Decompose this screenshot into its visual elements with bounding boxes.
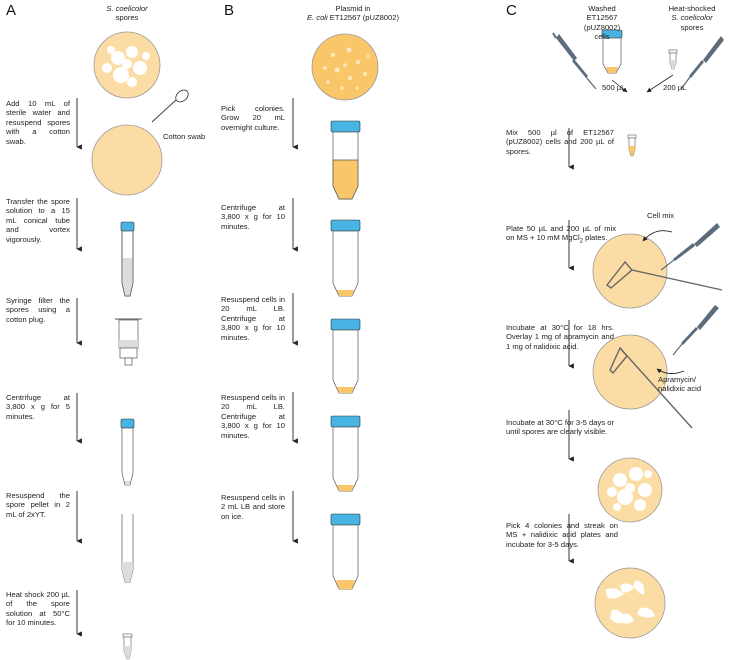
heat-label-line2: S. coelicolor [671,13,713,23]
panel-b-header-line1: Plasmid in [335,4,371,13]
step-b2: Centrifuge at 3,800 x g for 10 minutes. [221,203,285,231]
volume-200-label: 200 µL [663,83,687,92]
heat-label-line3: spores [680,22,704,32]
panel-b-letter: B [224,2,235,19]
panel-b-header-species: E. coli [306,13,328,23]
step-c2-tail: plates. [582,233,608,243]
cotton-swab-label: Cotton swab [163,132,206,141]
cell-mix-arrow [642,230,673,242]
panel-a-letter: A [6,2,17,19]
culture-tube-b5 [330,513,361,590]
volume-500-label: 500 µL [602,83,626,92]
washed-label-line2: ET12567 (pUZ8002) [583,13,621,32]
apramycin-label-line1: Apramycin/ [658,375,696,384]
panel-a-header-spores: spores [115,13,139,23]
syringe-icon [115,318,142,366]
washed-cells-label: Washed ET12567 (pUZ8002) cells [572,4,632,42]
apramycin-label-line2: nalidixic acid [658,384,702,394]
apramycin-label: Apramycin/ nalidixic acid [658,375,701,394]
washed-cells-tube [601,29,623,74]
streak-plate [594,567,666,639]
step-c2-text: Plate 50 µL and 200 µL of mix on MS + 10… [506,224,616,243]
conical-tube-a2 [120,418,135,486]
pipette-right-icon [680,36,724,90]
conical-tube-a3 [121,514,134,583]
culture-tube-b1 [330,120,361,200]
step-b1: Pick colonies. Grow 20 mL overnight cult… [221,104,285,132]
step-c4: Incubate at 30°C for 3-5 days or until s… [506,418,614,437]
step-a5: Resuspend the spore pellet in 2 mL of 2x… [6,491,70,519]
spore-plate-c [597,457,663,523]
agar-plate-a [91,124,163,196]
step-a2: Transfer the spore solution to a 15 mL c… [6,197,70,244]
panel-c-letter: C [506,2,517,19]
panel-b-header: Plasmid in E. coli ET12567 (pUZ8002) [298,4,408,23]
step-a4: Centrifuge at 3,800 x g for 5 minutes. [6,393,70,421]
spore-plate-a [93,31,161,99]
apramycin-arrow [656,368,685,374]
culture-tube-b3 [330,318,361,394]
washed-label-line3: cells [594,32,610,42]
pipette-plate-2-icon [672,305,719,356]
step-c2-sub: 2 [579,238,583,245]
merge-arrows [611,74,674,93]
step-a3: Syringe filter the spores using a cotton… [6,296,70,324]
step-a6: Heat shock 200 µL of the spore solution … [6,590,70,628]
spread-plate-2 [592,334,693,429]
step-a1: Add 10 mL of sterile water and resuspend… [6,99,70,146]
panel-b-header-strain: ET12567 (pUZ8002) [327,13,400,23]
panel-a-header: S. coelicolor spores [92,4,162,23]
washed-label-line1: Washed [588,4,616,13]
cotton-swab-icon [151,89,189,123]
conical-tube-a1 [120,221,135,297]
step-b3: Resuspend cells in 20 mL LB. Centrifuge … [221,295,285,342]
mixed-tube [627,134,637,157]
step-b5: Resuspend cells in 2 mL LB and store on … [221,493,285,521]
pipette-plate-1-icon [660,223,720,271]
step-c5: Pick 4 colonies and streak on MS + nalid… [506,521,618,549]
heat-label-line1: Heat-shocked [668,4,716,13]
step-c1: Mix 500 µl of ET12567 (pUZ8002) cells an… [506,128,614,156]
colony-plate-b [311,33,379,101]
panel-a-header-species: S. coelicolor [106,4,148,13]
culture-tube-b2 [330,219,361,297]
pipette-left-icon [552,32,597,90]
step-c3: Incubate at 30°C for 18 hrs. Overlay 1 m… [506,323,614,351]
heat-shocked-label: Heat-shocked S. coelicolor spores [660,4,724,32]
spread-plate-1 [592,233,723,309]
heat-shocked-tube [668,49,678,70]
step-c2: Plate 50 µL and 200 µL of mix on MS + 10… [506,224,616,247]
cell-mix-label: Cell mix [647,211,675,220]
culture-tube-b4 [330,415,361,492]
step-b4: Resuspend cells in 20 mL LB. Centrifuge … [221,393,285,440]
eppendorf-tube-a [122,633,133,660]
